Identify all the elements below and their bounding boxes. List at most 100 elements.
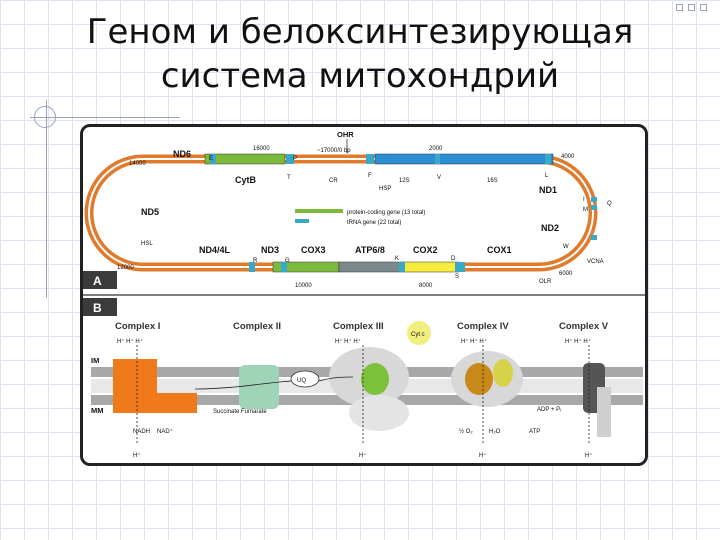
complex-iv-core <box>465 363 493 395</box>
panel-a-label: A <box>93 274 102 288</box>
slide-title-line1: Геном и белоксинтезирующая <box>86 12 634 52</box>
gene-nd1-label: ND1 <box>539 185 557 195</box>
proton-bottom-2: H⁺ <box>359 452 367 459</box>
trna-v-label: V <box>437 175 441 181</box>
vcna-label: VCNA <box>587 259 604 265</box>
trna-q-label: Q <box>607 201 612 207</box>
gene-cox2-label: COX2 <box>413 245 438 255</box>
window-controls <box>676 4 716 16</box>
trna-t-label: T <box>287 175 291 181</box>
complex-iv-label: Complex IV <box>457 321 509 332</box>
succinate-label: Succinate Fumarate <box>213 409 267 415</box>
water-label: H₂O <box>489 429 501 435</box>
gene-atp68-label: ATP6/8 <box>355 245 385 255</box>
trna-k-bar <box>399 262 405 272</box>
proton-bottom-1: H⁺ <box>133 452 141 459</box>
trna-g-label: G <box>285 258 290 264</box>
gene-cytb-label: CytB <box>235 175 257 185</box>
hsp-label: HSP <box>379 186 391 192</box>
complex-v-stalk <box>597 387 611 437</box>
cr-label: CR <box>329 178 338 184</box>
decor-vertical-line <box>46 100 47 298</box>
olr-label: OLR <box>539 279 552 285</box>
legend-protein-label: protein-coding gene (13 total) <box>347 210 425 216</box>
trna-w-label: W <box>563 244 569 250</box>
slide-title: Геном и белоксинтезирующая система митох… <box>40 10 680 98</box>
genome-ring <box>84 153 598 273</box>
trna-f-bar <box>366 154 374 164</box>
gene-cox1-label: COX1 <box>487 245 512 255</box>
trna-v-bar <box>435 154 440 164</box>
panel-b-marker: B <box>83 298 117 316</box>
trna-m-label: M <box>583 207 588 213</box>
protons-complex-i: H⁺ H⁺ H⁺ <box>117 338 143 345</box>
trna-r-bar <box>249 262 255 272</box>
rrna-12s-label: 12S <box>399 178 410 184</box>
oxygen-label: ½ O₂ <box>459 428 473 435</box>
pos-16000: 16000 <box>253 146 270 152</box>
protons-complex-iv: H⁺ H⁺ H⁺ <box>461 338 487 345</box>
trna-p-bar <box>286 154 294 164</box>
pos-10000: 10000 <box>295 283 312 289</box>
mitochondrial-genome-figure: OHR ~17000/0 bp 14000 16000 2000 4000 12… <box>80 124 648 466</box>
complex-iii-core <box>361 363 389 395</box>
cyt-c-label: Cyt c <box>411 332 425 338</box>
proton-bottom-3: H⁺ <box>479 452 487 459</box>
cyt-c-shape <box>407 321 431 345</box>
complex-i-label: Complex I <box>115 321 160 332</box>
pos-4000: 4000 <box>561 154 575 160</box>
gene-cox2-bar <box>402 261 460 273</box>
adp-label: ADP + Pᵢ <box>537 407 561 413</box>
complex-iii-label: Complex III <box>333 321 384 332</box>
flow-arrows <box>136 345 590 445</box>
gene-nd5-label: ND5 <box>141 207 159 217</box>
trna-p-label: P <box>293 156 297 162</box>
hsl-label: HSL <box>141 241 153 247</box>
slide-title-line2: система митохондрий <box>160 56 560 96</box>
gene-nd2-label: ND2 <box>541 223 559 233</box>
complex-ii-label: Complex II <box>233 321 281 332</box>
trna-e-label: E <box>209 156 213 162</box>
trna-d-bar <box>455 262 461 272</box>
figure-svg: OHR ~17000/0 bp 14000 16000 2000 4000 12… <box>83 130 645 459</box>
ohr-label: OHR <box>337 130 354 139</box>
gene-atp68-bar <box>338 261 404 273</box>
gene-rrna-bar <box>374 153 554 165</box>
trna-f-label: F <box>368 173 372 179</box>
complex-ii-shape <box>239 365 279 409</box>
atp-label: ATP <box>529 429 540 435</box>
trna-d-label: D <box>451 256 456 262</box>
mm-label: MM <box>91 406 104 415</box>
rrna-16s-label: 16S <box>487 178 498 184</box>
legend-trna-label: tRNA gene (22 total) <box>347 220 401 226</box>
gene-nd3-label: ND3 <box>261 245 279 255</box>
im-label: IM <box>91 356 99 365</box>
gene-nd44l-label: ND4/4L <box>199 245 231 255</box>
complex-v-label: Complex V <box>559 321 609 332</box>
trna-k-label: K <box>395 256 399 262</box>
decor-crosshair-icon <box>34 106 56 128</box>
uq-shape <box>290 370 320 388</box>
trna-i-label: I <box>583 197 585 203</box>
trna-i-bar <box>591 197 597 202</box>
gene-nd6-label: ND6 <box>173 149 191 159</box>
nad-label: NAD⁺ <box>157 428 173 435</box>
trna-s-label: S <box>455 274 459 280</box>
trna-g-bar <box>281 262 287 272</box>
nadh-label: NADH <box>133 429 150 435</box>
gene-cytb-bar <box>204 153 286 165</box>
uq-label: UQ <box>297 378 306 384</box>
pos-6000: 6000 <box>559 271 573 277</box>
trna-s-bar <box>459 262 465 272</box>
protons-complex-iii: H⁺ H⁺ H⁺ <box>335 338 361 345</box>
trna-l-label: L <box>545 173 549 179</box>
pos-14000: 14000 <box>129 161 146 167</box>
protons-complex-v: H⁺ H⁺ H⁺ <box>565 338 591 345</box>
trna-l-bar <box>545 154 551 164</box>
legend-trna-swatch <box>295 219 309 223</box>
panel-a-marker: A <box>83 271 117 289</box>
complex-i-shape <box>113 359 197 413</box>
trna-r-label: R <box>253 258 258 264</box>
decor-horizontal-line <box>30 117 180 118</box>
legend-protein-swatch <box>295 209 343 213</box>
